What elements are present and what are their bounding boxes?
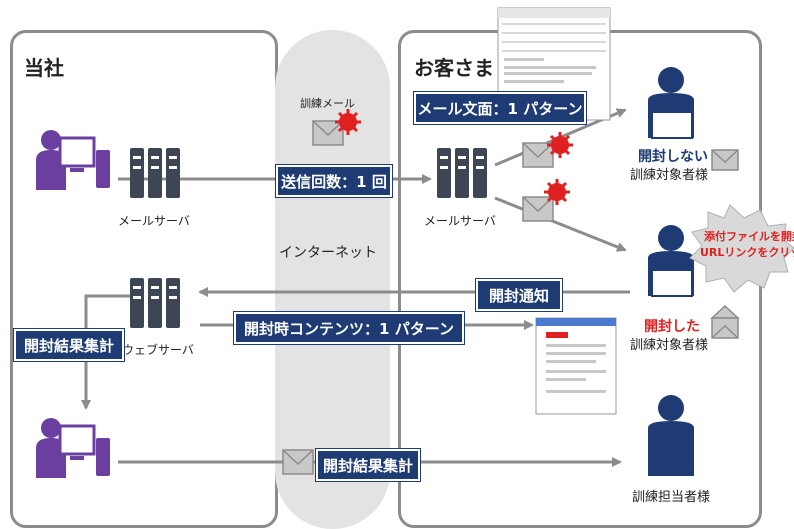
manager-person-icon xyxy=(648,395,694,476)
web-server-icon xyxy=(130,278,180,328)
action-burst-shape xyxy=(689,204,794,293)
open-notify-tag: 開封通知 xyxy=(476,279,562,311)
opened-status: 開封した xyxy=(644,319,700,335)
company-title: 当社 xyxy=(24,56,64,80)
not-opened-status: 開封しない xyxy=(638,149,708,165)
arrow-to-opened xyxy=(494,196,627,252)
virus-icon-3 xyxy=(544,179,570,205)
opened-envelope-icon xyxy=(710,304,740,339)
target-opened-person-icon xyxy=(648,225,694,297)
manager-label: 訓練担当者様 xyxy=(632,490,711,505)
virus-icon-1 xyxy=(335,109,361,135)
arrow-open-result-down xyxy=(81,294,130,410)
closed-envelope-icon xyxy=(711,149,739,171)
internet-label: インターネット xyxy=(279,245,377,261)
internet-zone xyxy=(275,30,390,529)
burst-text-line1: 添付ファイルを開封 xyxy=(704,230,794,243)
customer-title: お客さま xyxy=(414,56,494,80)
result-envelope-icon xyxy=(282,449,314,475)
open-result-tag-mid: 開封結果集計 xyxy=(316,449,420,481)
mail-server-right-label: メールサーバ xyxy=(424,214,496,228)
burst-text-line2: URLリンクをクリック xyxy=(700,246,794,259)
send-count-tag: 送信回数：1 回 xyxy=(276,165,392,197)
virus-icon-2 xyxy=(547,132,573,158)
web-server-label: ウェブサーバ xyxy=(122,343,194,357)
mail-text-tag: メール文面：1 パターン xyxy=(414,92,586,124)
mail-server-left-label: メールサーバ xyxy=(118,214,190,228)
training-mail-label: 訓練メール xyxy=(300,97,355,110)
not-opened-target-label: 訓練対象者様 xyxy=(630,168,709,183)
target-not-opened-person-icon xyxy=(648,67,694,139)
mail-server-right-icon xyxy=(437,148,487,198)
open-content-tag: 開封時コンテンツ：1 パターン xyxy=(234,312,464,344)
open-content-preview xyxy=(535,317,617,415)
pc-user-icon-bottom xyxy=(36,418,110,478)
mail-server-left-icon xyxy=(130,148,180,198)
mail-envelope-icon-a xyxy=(522,142,554,168)
opened-target-label: 訓練対象者様 xyxy=(630,338,709,353)
pc-user-icon-top xyxy=(36,130,110,190)
training-mail-envelope-icon xyxy=(312,120,344,146)
open-result-tag-left: 開封結果集計 xyxy=(14,329,124,361)
